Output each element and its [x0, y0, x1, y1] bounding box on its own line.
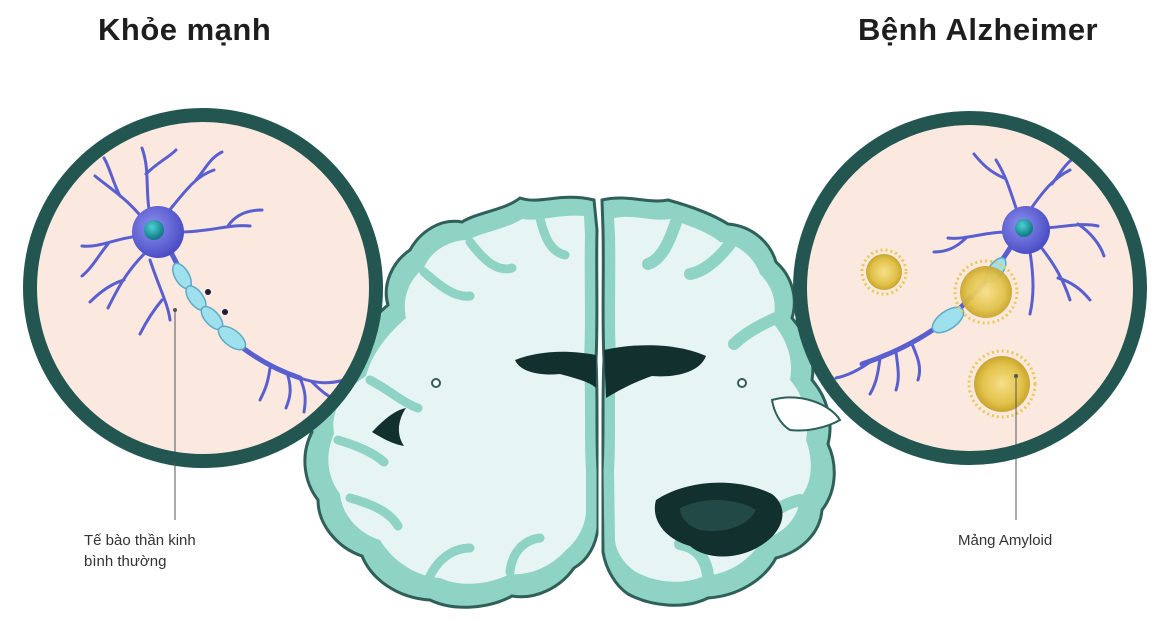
- healthy-neuron-label: Tế bào thần kinh bình thường: [84, 530, 196, 572]
- heading-healthy: Khỏe mạnh: [98, 12, 271, 48]
- heading-alzheimer: Bệnh Alzheimer: [858, 12, 1098, 48]
- healthy-neuron-label-line-2: bình thường: [84, 551, 196, 572]
- healthy-neuron-label-line-1: Tế bào thần kinh: [84, 530, 196, 551]
- magnifier-alzheimer: [800, 118, 1140, 520]
- amyloid-plaque-label: Mảng Amyloid: [958, 530, 1052, 551]
- brain-cross-section: [305, 197, 840, 607]
